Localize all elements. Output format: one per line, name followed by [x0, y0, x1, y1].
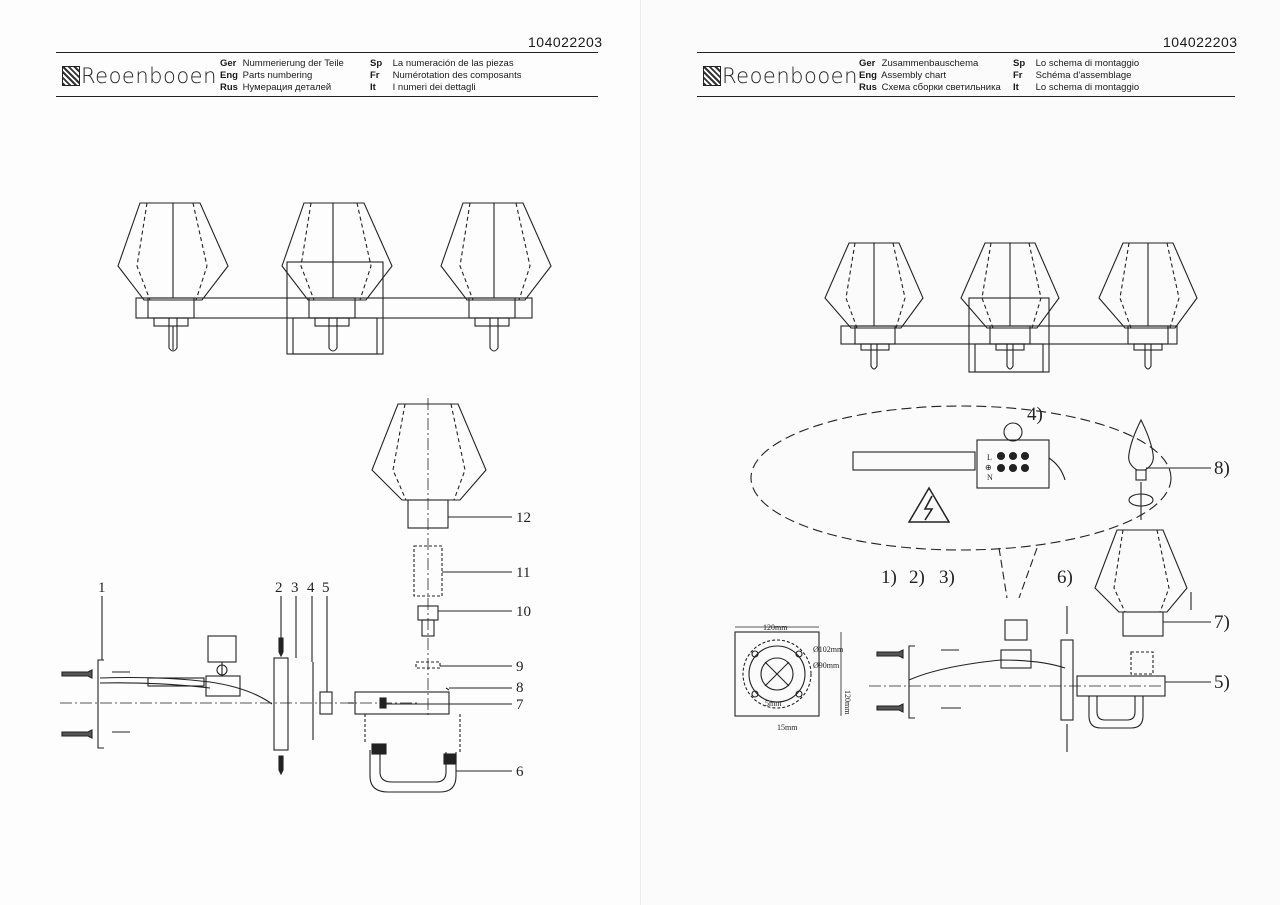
- plate-dimension-label: 15mm: [777, 723, 798, 732]
- brand-mark-icon: [703, 66, 721, 86]
- wiring-detail: [750, 405, 1172, 599]
- parts-diagram: [60, 202, 552, 793]
- assembly-labels: 1) 2) 3) 4) 5) 6) 7) 8) L ⊕ N 120mm 120m…: [763, 404, 1230, 732]
- plate-dimension-label: 120mm: [843, 690, 852, 715]
- part-label: 7: [516, 697, 524, 713]
- part-label: 10: [516, 604, 531, 620]
- part-label: 12: [516, 510, 531, 526]
- fixture-overview: [824, 242, 1198, 373]
- part-label: 3: [291, 580, 299, 596]
- part-label: 11: [516, 565, 530, 581]
- step-label: 2): [909, 567, 925, 588]
- part-label: 6: [516, 764, 524, 780]
- part-label: 2: [275, 580, 283, 596]
- step-label: 6): [1057, 567, 1073, 588]
- product-code: 104022203: [1163, 34, 1238, 50]
- part-labels: 1 2 3 4 5 6 7 8 9 10 11 12: [98, 510, 531, 780]
- step-label: 8): [1214, 458, 1230, 479]
- step-label: 4): [1027, 404, 1043, 425]
- title-legend-col2: Sp La numeración de las piezas Fr Numéro…: [370, 58, 522, 93]
- part-label: 9: [516, 659, 524, 675]
- title-legend-col2: Sp Lo schema di montaggio Fr Schéma d'as…: [1013, 58, 1140, 93]
- step-label: 7): [1214, 612, 1230, 633]
- brand-name: Reoenbooen: [722, 64, 858, 88]
- step-label: 1): [881, 567, 897, 588]
- shade-drawing: [1098, 242, 1198, 370]
- electric-warning-icon: [907, 486, 951, 523]
- plate-dimension-label: 120mm: [763, 623, 788, 632]
- shade-drawing: [824, 242, 924, 370]
- step-label: 3): [939, 567, 955, 588]
- assembly-diagram: [734, 242, 1211, 752]
- part-label: 4: [307, 580, 315, 596]
- step-label: 5): [1214, 672, 1230, 693]
- part-label: 8: [516, 680, 524, 696]
- part-label: 5: [322, 580, 330, 596]
- terminal-label: N: [987, 473, 993, 482]
- part-label: 1: [98, 580, 106, 596]
- mounting-plate-drawing: [734, 626, 842, 717]
- header-rule-top: [697, 52, 1235, 53]
- brand-logo: Reoenbooen: [703, 64, 858, 88]
- terminal-label: ⊕: [985, 463, 992, 472]
- header-rule-top: [56, 52, 598, 53]
- header-rule-bottom: [697, 96, 1235, 97]
- shade-drawing: [117, 202, 229, 352]
- product-code: 104022203: [528, 34, 603, 50]
- brand-name: Reoenbooen: [81, 64, 217, 88]
- title-legend-col1: Ger Zusammenbauschema Eng Assembly chart…: [859, 58, 1001, 93]
- terminal-label: L: [987, 453, 992, 462]
- plate-dimension-label: Ø90mm: [813, 661, 840, 670]
- header-rule-bottom: [56, 96, 598, 97]
- fixture-overview: [117, 202, 552, 355]
- plate-dimension-label: Ø102mm: [813, 645, 844, 654]
- shade-drawing: [281, 202, 393, 352]
- left-page: 104022203 Reoenbooen Ger Nummerierung de…: [56, 34, 603, 793]
- brand-logo: Reoenbooen: [62, 64, 217, 88]
- exploded-view: [60, 398, 512, 793]
- shade-drawing: [440, 202, 552, 352]
- exploded-assembly: [869, 418, 1211, 752]
- brand-mark-icon: [62, 66, 80, 86]
- title-legend-col1: Ger Nummerierung der Teile Eng Parts num…: [220, 58, 344, 93]
- right-page: 104022203 Reoenbooen Ger Zusammenbausche…: [640, 0, 1280, 905]
- shade-drawing: [960, 242, 1060, 370]
- plate-dimension-label: 5mm: [765, 699, 782, 708]
